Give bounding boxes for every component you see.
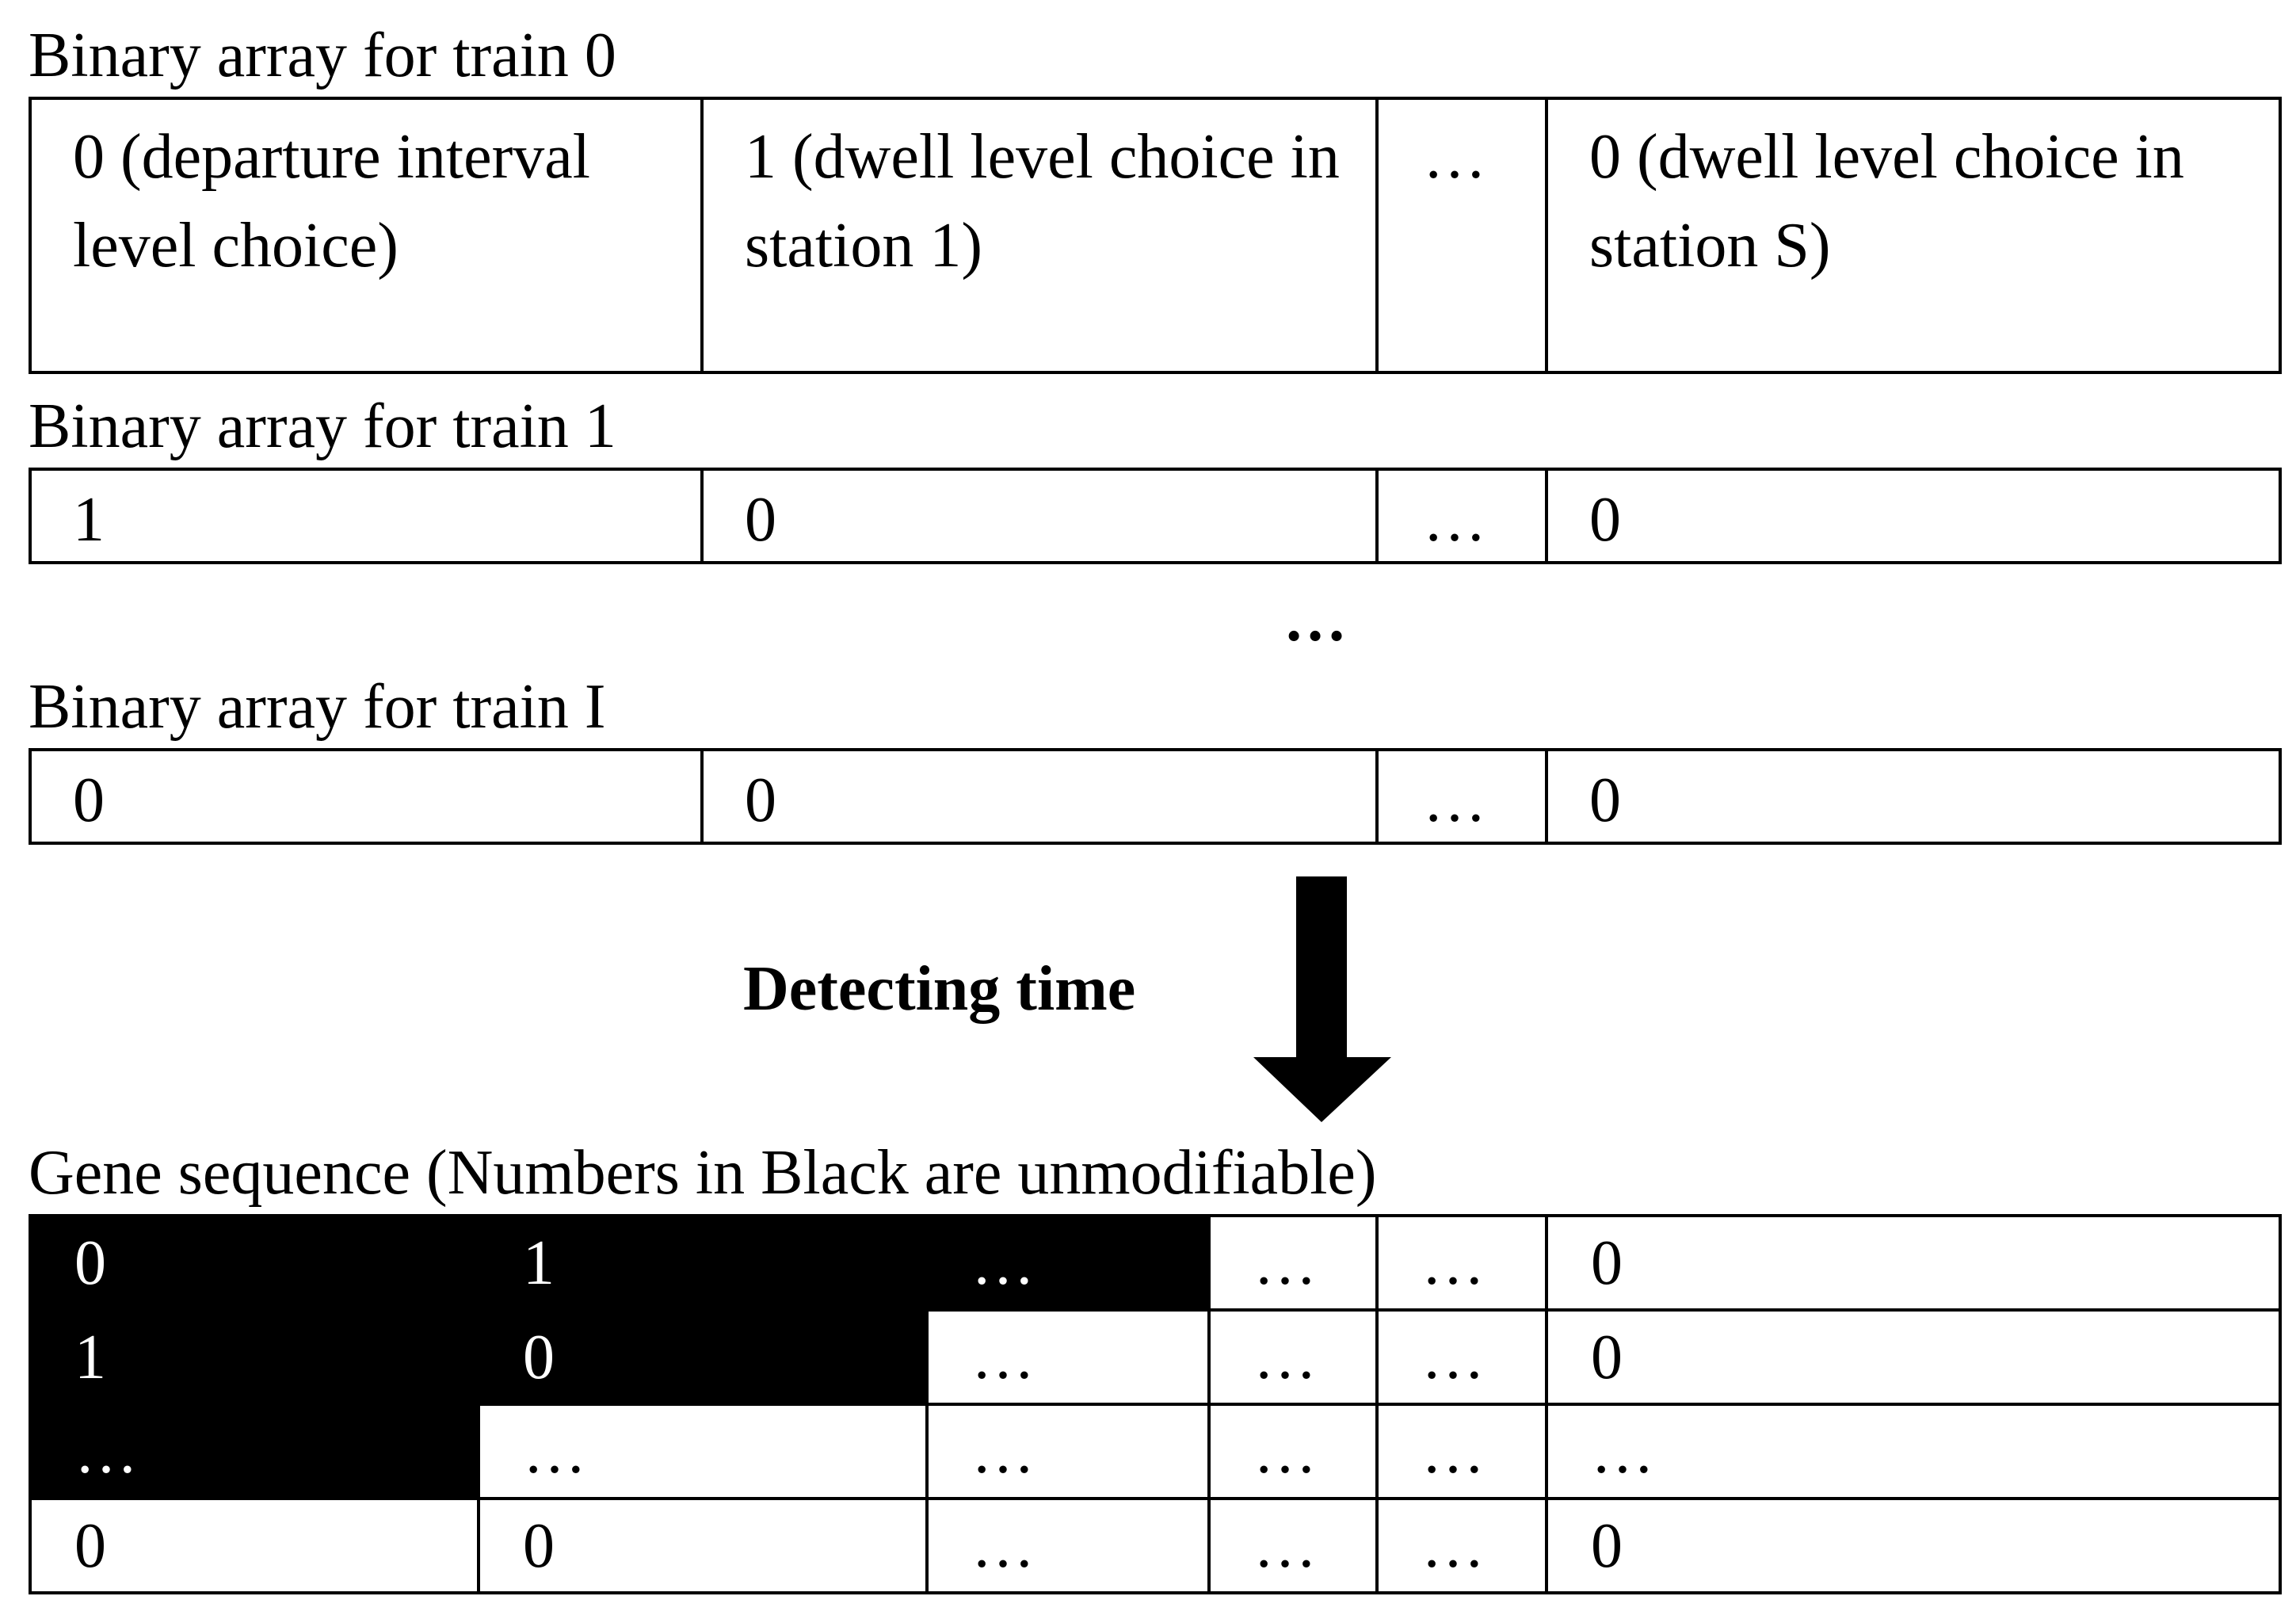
gene-cell: … (1207, 1308, 1379, 1406)
gene-cell: … (1545, 1403, 2282, 1500)
gene-cell: … (925, 1308, 1211, 1406)
train-1-binary-array: 1 0 … 0 (29, 468, 2282, 564)
train-i-array-label: Binary array for train I (29, 672, 606, 742)
gene-cell: … (1375, 1308, 1548, 1406)
ellipsis-cell: … (1375, 97, 1548, 374)
gene-cell: … (925, 1403, 1211, 1500)
gene-cell-fixed: 1 (29, 1308, 480, 1406)
gene-cell: … (1207, 1214, 1379, 1312)
array-cell: 1 (29, 468, 704, 564)
array-cell: 0 (1545, 748, 2282, 845)
array-cell: 0 (700, 748, 1379, 845)
gene-cell: … (1207, 1403, 1379, 1500)
gene-cell: … (1207, 1497, 1379, 1594)
dwell-station-s-cell: 0 (dwell level choice in station S) (1545, 97, 2282, 374)
table-row: … … … … … … (29, 1403, 2282, 1500)
gene-cell: 0 (1545, 1214, 2282, 1312)
gene-sequence-label: Gene sequence (Numbers in Black are unmo… (29, 1138, 1377, 1208)
down-arrow-icon (1253, 876, 1391, 1122)
gene-cell: 0 (1545, 1308, 2282, 1406)
gene-cell: 0 (1545, 1497, 2282, 1594)
table-row: 0 1 … … … 0 (29, 1214, 2282, 1312)
array-cell: 0 (29, 748, 704, 845)
departure-interval-cell: 0 (departure interval level choice) (29, 97, 704, 374)
gene-cell-fixed: 1 (477, 1214, 929, 1312)
table-row: 0 0 … … … 0 (29, 1497, 2282, 1594)
train-i-binary-array: 0 0 … 0 (29, 748, 2282, 845)
gene-cell-fixed: … (29, 1403, 480, 1500)
table-row: 1 0 … … … 0 (29, 1308, 2282, 1406)
gene-cell: 0 (477, 1497, 929, 1594)
gene-sequence-grid: 0 1 … … … 0 1 0 … … … 0 … … … … … … 0 0 … (29, 1214, 2282, 1594)
gene-cell: … (1375, 1214, 1548, 1312)
gene-cell: … (1375, 1497, 1548, 1594)
gene-cell-fixed: 0 (477, 1308, 929, 1406)
table-row: 0 0 … 0 (29, 748, 2282, 845)
train-0-array-label: Binary array for train 0 (29, 21, 616, 90)
train-0-binary-array: 0 (departure interval level choice) 1 (d… (29, 97, 2282, 374)
table-row: 1 0 … 0 (29, 468, 2282, 564)
gene-cell: … (477, 1403, 929, 1500)
array-cell: 0 (700, 468, 1379, 564)
gene-cell-fixed: … (925, 1214, 1211, 1312)
train-1-array-label: Binary array for train 1 (29, 391, 616, 461)
gene-cell: … (1375, 1403, 1548, 1500)
ellipsis-cell: … (1375, 748, 1548, 845)
detecting-time-caption: Detecting time (743, 954, 1136, 1024)
between-arrays-ellipsis: … (1283, 585, 1347, 655)
table-row: 0 (departure interval level choice) 1 (d… (29, 97, 2282, 374)
dwell-station-1-cell: 1 (dwell level choice in station 1) (700, 97, 1379, 374)
gene-cell: … (925, 1497, 1211, 1594)
ellipsis-cell: … (1375, 468, 1548, 564)
gene-cell: 0 (29, 1497, 480, 1594)
array-cell: 0 (1545, 468, 2282, 564)
gene-cell-fixed: 0 (29, 1214, 480, 1312)
